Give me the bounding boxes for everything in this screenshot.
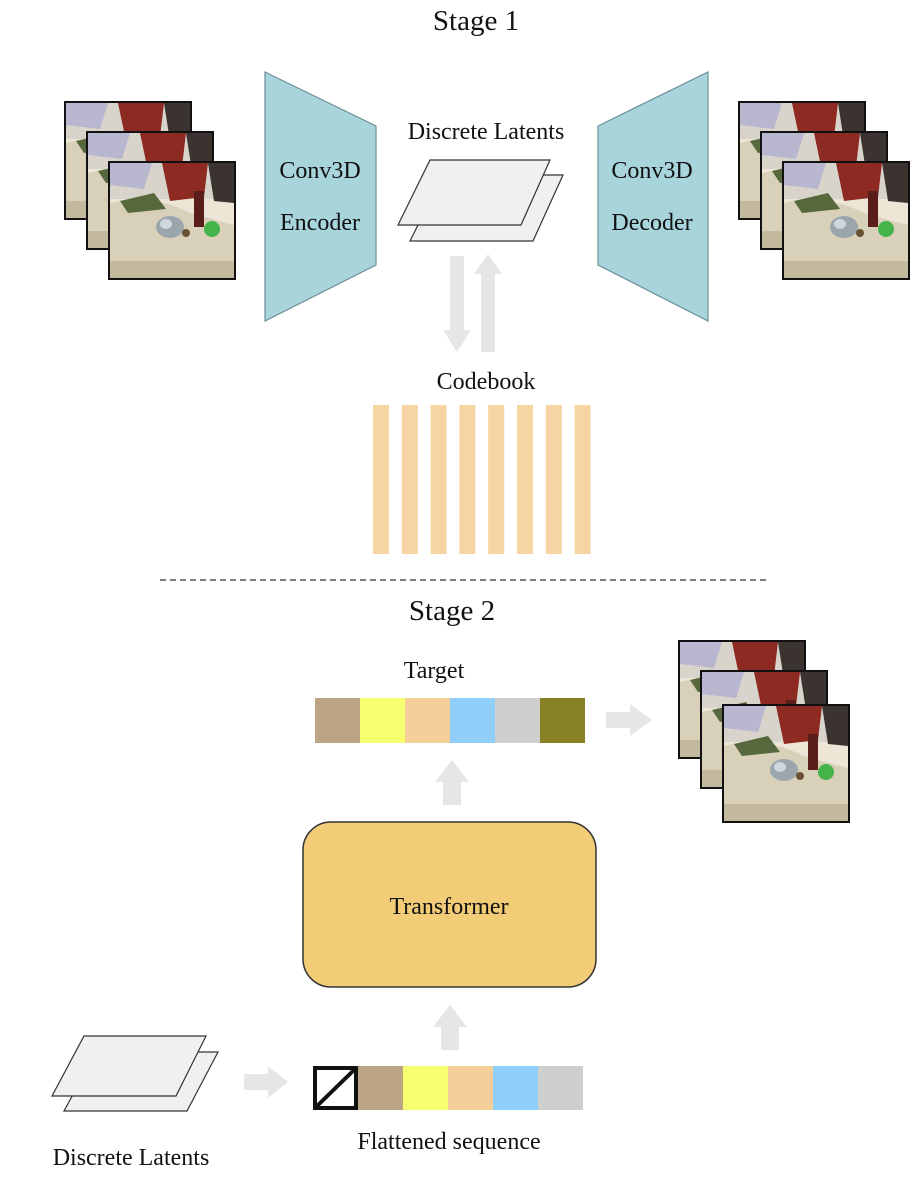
encoder-label-line1: Conv3D <box>279 158 360 184</box>
transformer-block <box>302 821 597 988</box>
stage2-output-frame-3 <box>722 704 850 823</box>
codebook-label: Codebook <box>437 369 536 395</box>
codebook-bars <box>373 405 591 554</box>
stage2-output-frames <box>678 640 850 823</box>
codebook-bar <box>574 405 591 554</box>
arrow-target-to-frames <box>606 704 652 736</box>
target-token <box>540 698 585 743</box>
sequence-token <box>538 1066 583 1110</box>
arrow-latents-to-sequence <box>244 1066 288 1098</box>
arrow-sequence-to-transformer <box>433 1005 467 1050</box>
target-token <box>360 698 405 743</box>
stage1-latents-label: Discrete Latents <box>408 119 565 145</box>
codebook-bar <box>373 405 389 554</box>
target-token <box>315 698 360 743</box>
decoder-label-line2: Decoder <box>611 210 692 236</box>
target-label: Target <box>404 658 465 684</box>
codebook-bar <box>545 405 562 554</box>
sequence-label: Flattened sequence <box>357 1129 540 1155</box>
sequence-token <box>448 1066 493 1110</box>
target-token <box>495 698 540 743</box>
arrow-down <box>443 256 471 352</box>
target-token-sequence <box>315 698 585 743</box>
sequence-token <box>403 1066 448 1110</box>
target-token <box>450 698 495 743</box>
flattened-token-sequence <box>313 1066 583 1110</box>
arrow-transformer-to-target <box>435 760 469 805</box>
stage2-title: Stage 2 <box>409 595 495 627</box>
target-token <box>405 698 450 743</box>
decoder-block <box>597 71 709 322</box>
stage1-latent-planes <box>397 159 564 242</box>
codebook-bar <box>401 405 418 554</box>
codebook-bar <box>459 405 476 554</box>
stage1-title: Stage 1 <box>433 5 519 37</box>
sequence-token <box>493 1066 538 1110</box>
codebook-bar <box>517 405 533 554</box>
start-token <box>313 1066 358 1110</box>
output-frame-3 <box>782 161 910 280</box>
input-frame-3 <box>108 161 236 280</box>
stage2-latent-plane-front <box>51 1035 207 1097</box>
codebook-bar <box>430 405 447 554</box>
encoder-block <box>264 71 377 322</box>
stage1-output-frames <box>738 101 910 280</box>
quantize-arrows <box>443 254 502 352</box>
transformer-label: Transformer <box>389 894 508 920</box>
encoder-label-line2: Encoder <box>280 210 360 236</box>
codebook-bar <box>488 405 505 554</box>
stage1-input-frames <box>64 101 236 280</box>
stage2-latent-planes <box>51 1035 219 1112</box>
stage2-latents-label: Discrete Latents <box>53 1145 210 1171</box>
arrow-up <box>474 254 502 352</box>
sequence-token <box>358 1066 403 1110</box>
decoder-label-line1: Conv3D <box>611 158 692 184</box>
latent-plane-front <box>397 159 551 226</box>
